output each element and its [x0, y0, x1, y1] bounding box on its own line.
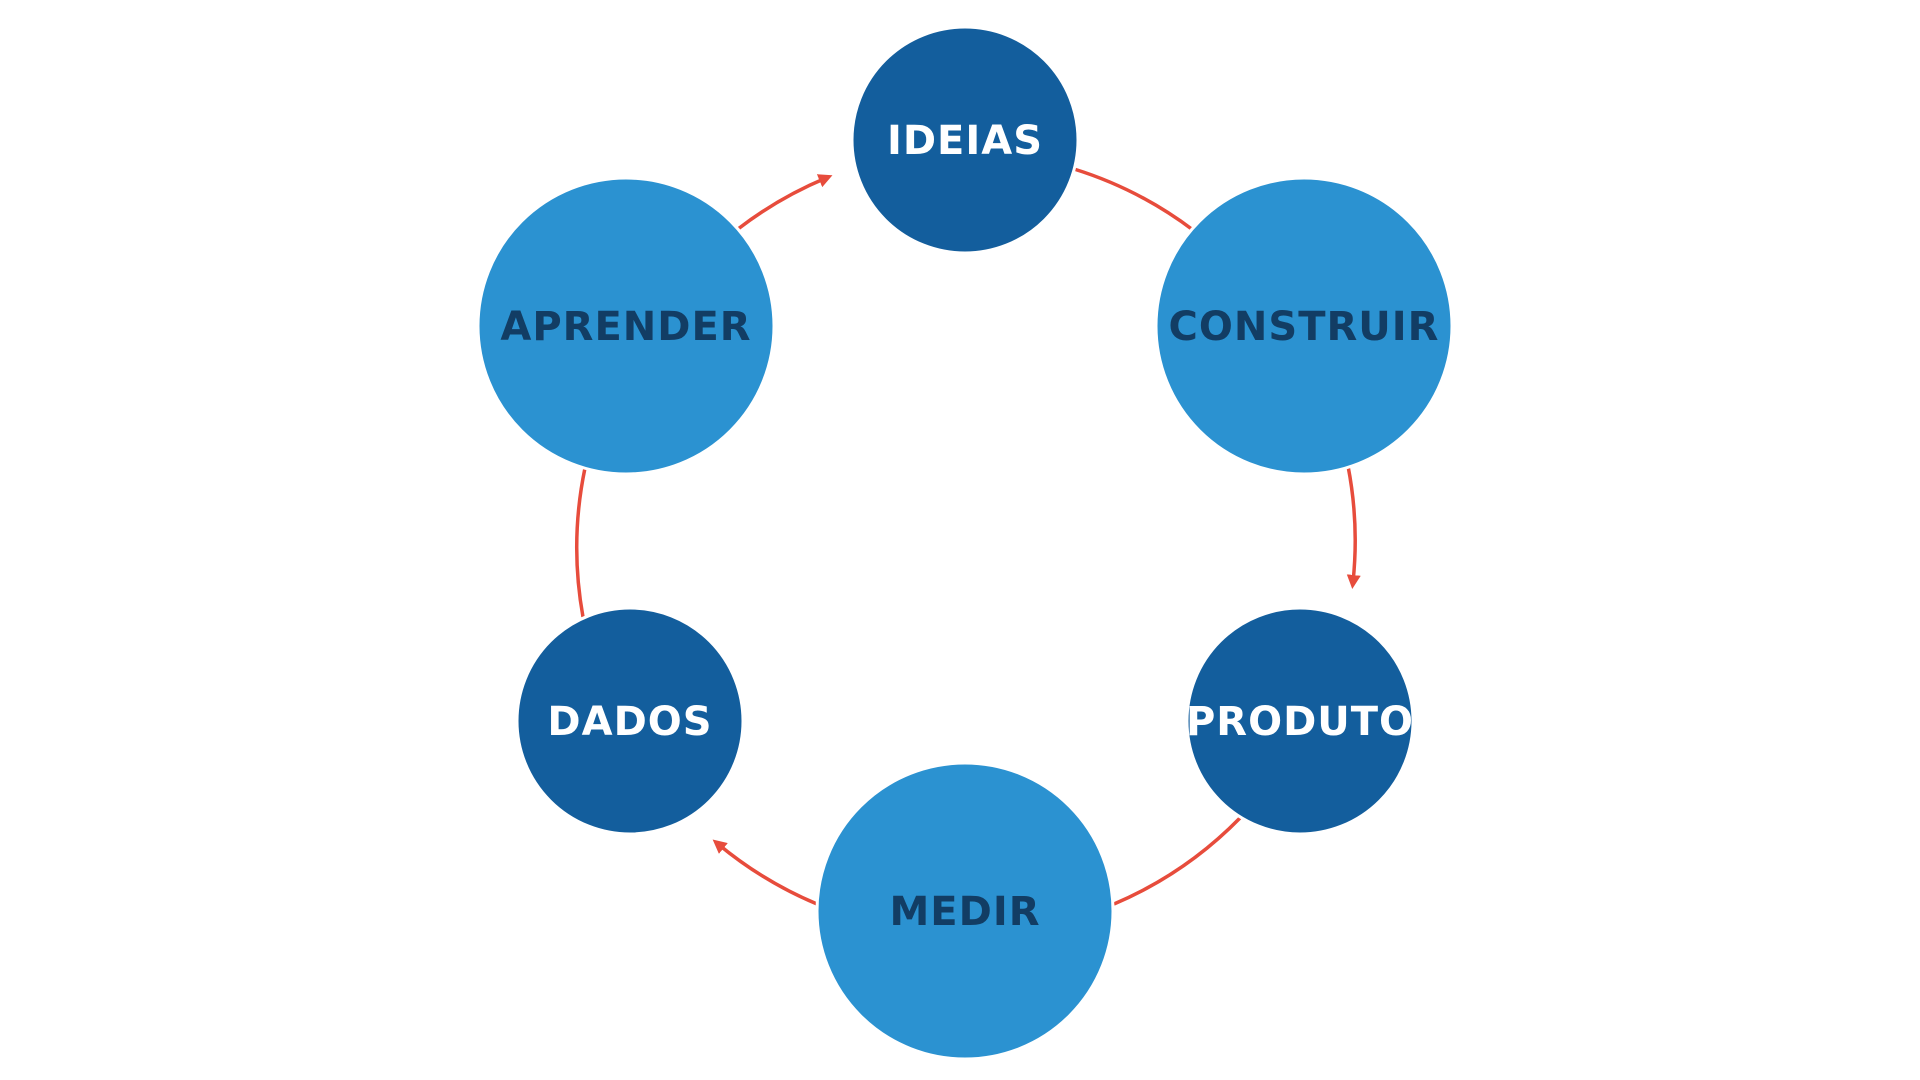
arc-construir-produto: [1346, 465, 1361, 589]
node-dados[interactable]: DADOS: [515, 606, 745, 836]
node-construir-label: CONSTRUIR: [1169, 304, 1440, 350]
node-medir-label: MEDIR: [889, 889, 1040, 935]
node-ideias-label: IDEIAS: [887, 118, 1043, 164]
node-dados-label: DADOS: [547, 699, 712, 745]
arc-dados-aprender: [575, 467, 587, 618]
node-aprender-label: APRENDER: [500, 304, 751, 350]
node-medir[interactable]: MEDIR: [815, 761, 1115, 1061]
node-ideias[interactable]: IDEIAS: [850, 25, 1080, 255]
arc-ideias-construir: [1073, 167, 1195, 232]
node-construir[interactable]: CONSTRUIR: [1154, 176, 1454, 476]
node-aprender[interactable]: APRENDER: [476, 176, 776, 476]
node-produto-label: PRODUTO: [1186, 699, 1414, 745]
arc-aprender-ideias: [736, 174, 833, 231]
arc-produto-medir: [1113, 816, 1242, 906]
arc-medir-dados: [712, 839, 818, 906]
node-produto[interactable]: PRODUTO: [1185, 606, 1415, 836]
